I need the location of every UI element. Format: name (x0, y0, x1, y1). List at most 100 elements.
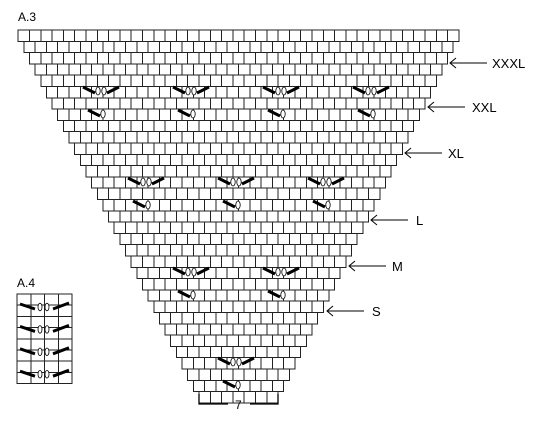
arrow-left-icon (326, 305, 364, 317)
chart-a4-title: A.4 (17, 276, 35, 290)
stitch-bar (217, 176, 231, 186)
chart-row (74, 142, 403, 155)
stitch-bar (177, 289, 191, 299)
stitch-loop (235, 200, 241, 210)
stitch-loop (140, 177, 146, 187)
stitch-loop (230, 357, 236, 367)
stitch-loop (320, 177, 326, 187)
chart-row (28, 52, 449, 65)
chart-row (141, 278, 336, 291)
stitch-loop (37, 302, 43, 312)
stitch-loop (190, 290, 196, 300)
stitch-bar (262, 266, 276, 276)
stitch-loop (191, 267, 197, 277)
cable-cross-symbol (217, 176, 255, 210)
stitch-loop (275, 86, 281, 96)
stitch-loop (190, 109, 196, 119)
stitch-loop (101, 86, 107, 96)
stitch-loop (95, 86, 101, 96)
stitch-bar (19, 369, 36, 378)
stitch-bar (19, 347, 36, 356)
stitch-loop (236, 177, 242, 187)
cable-cross-symbol (19, 346, 70, 356)
stitch-bar (127, 176, 141, 186)
size-markers: XXXL XXL XL L M S (326, 56, 525, 319)
stitch-loop (230, 177, 236, 187)
stitch-bar (376, 85, 390, 95)
stitch-loop (325, 200, 331, 210)
chart-row (130, 255, 347, 268)
size-marker-xxl: XXL (427, 100, 497, 115)
chart-a3-symbols (82, 85, 390, 390)
chart-row (96, 187, 381, 200)
stitch-bar (222, 199, 236, 209)
repeat-bracket: 7 (198, 394, 279, 412)
stitch-bar (241, 176, 255, 186)
stitch-loop (235, 380, 241, 390)
size-marker-s: S (326, 304, 381, 319)
stitch-bar (331, 176, 345, 186)
cable-cross-symbol (82, 85, 120, 119)
arrow-left-icon (404, 147, 442, 159)
size-marker-xxxl: XXXL (449, 56, 525, 71)
size-marker-xl: XL (404, 146, 464, 161)
size-label-xxl: XXL (472, 100, 497, 115)
arrow-left-icon (427, 101, 465, 113)
chart-row (153, 300, 324, 314)
stitch-bar (132, 199, 146, 209)
size-label-l: L (416, 213, 423, 228)
cable-cross-symbol (352, 85, 390, 119)
size-label-xl: XL (448, 146, 464, 161)
arrow-left-icon (348, 260, 386, 272)
stitch-bar (217, 356, 231, 366)
stitch-bar (286, 85, 300, 95)
size-label-m: M (392, 259, 403, 274)
stitch-loop (44, 347, 50, 356)
stitch-bar (222, 379, 236, 389)
size-marker-l: L (370, 213, 423, 228)
chart-row (119, 232, 358, 246)
chart-row (40, 74, 437, 87)
arrow-left-icon (370, 214, 408, 226)
stitch-loop (100, 109, 106, 119)
stitch-loop (37, 325, 43, 334)
cable-cross-symbol (19, 301, 70, 312)
stitch-loop (281, 86, 287, 96)
stitch-loop (326, 177, 332, 187)
stitch-bar (357, 108, 371, 118)
stitch-loop (275, 267, 281, 277)
cable-cross-symbol (19, 368, 70, 379)
stitch-loop (37, 347, 43, 356)
stitch-loop (185, 267, 191, 277)
stitch-loop (44, 302, 50, 312)
chart-row (17, 29, 460, 42)
stitch-loop (185, 86, 191, 96)
stitch-bar (312, 199, 326, 209)
stitch-loop (365, 86, 371, 96)
stitch-loop (236, 357, 242, 367)
stitch-loop (44, 370, 50, 379)
stitch-bar (262, 85, 276, 95)
stitch-bar (267, 289, 281, 299)
stitch-bar (151, 176, 165, 186)
chart-row (108, 210, 369, 223)
stitch-bar (52, 346, 70, 356)
stitch-loop (145, 200, 151, 210)
size-label-s: S (372, 304, 381, 319)
stitch-bar (19, 324, 36, 333)
cable-cross-symbol (172, 85, 210, 119)
repeat-count: 7 (235, 398, 242, 412)
chart-row (164, 323, 313, 336)
stitch-bar (307, 176, 321, 186)
bracket-icon (198, 394, 279, 405)
cable-cross-symbol (172, 266, 210, 300)
stitch-bar (352, 85, 366, 95)
stitch-loop (371, 86, 377, 96)
size-marker-m: M (348, 259, 403, 274)
chart-a4-grid (16, 293, 73, 385)
stitch-bar (106, 85, 120, 95)
chart-a4-symbols (19, 301, 70, 379)
chart-a3-title: A.3 (18, 10, 36, 24)
chart-row (62, 119, 415, 133)
